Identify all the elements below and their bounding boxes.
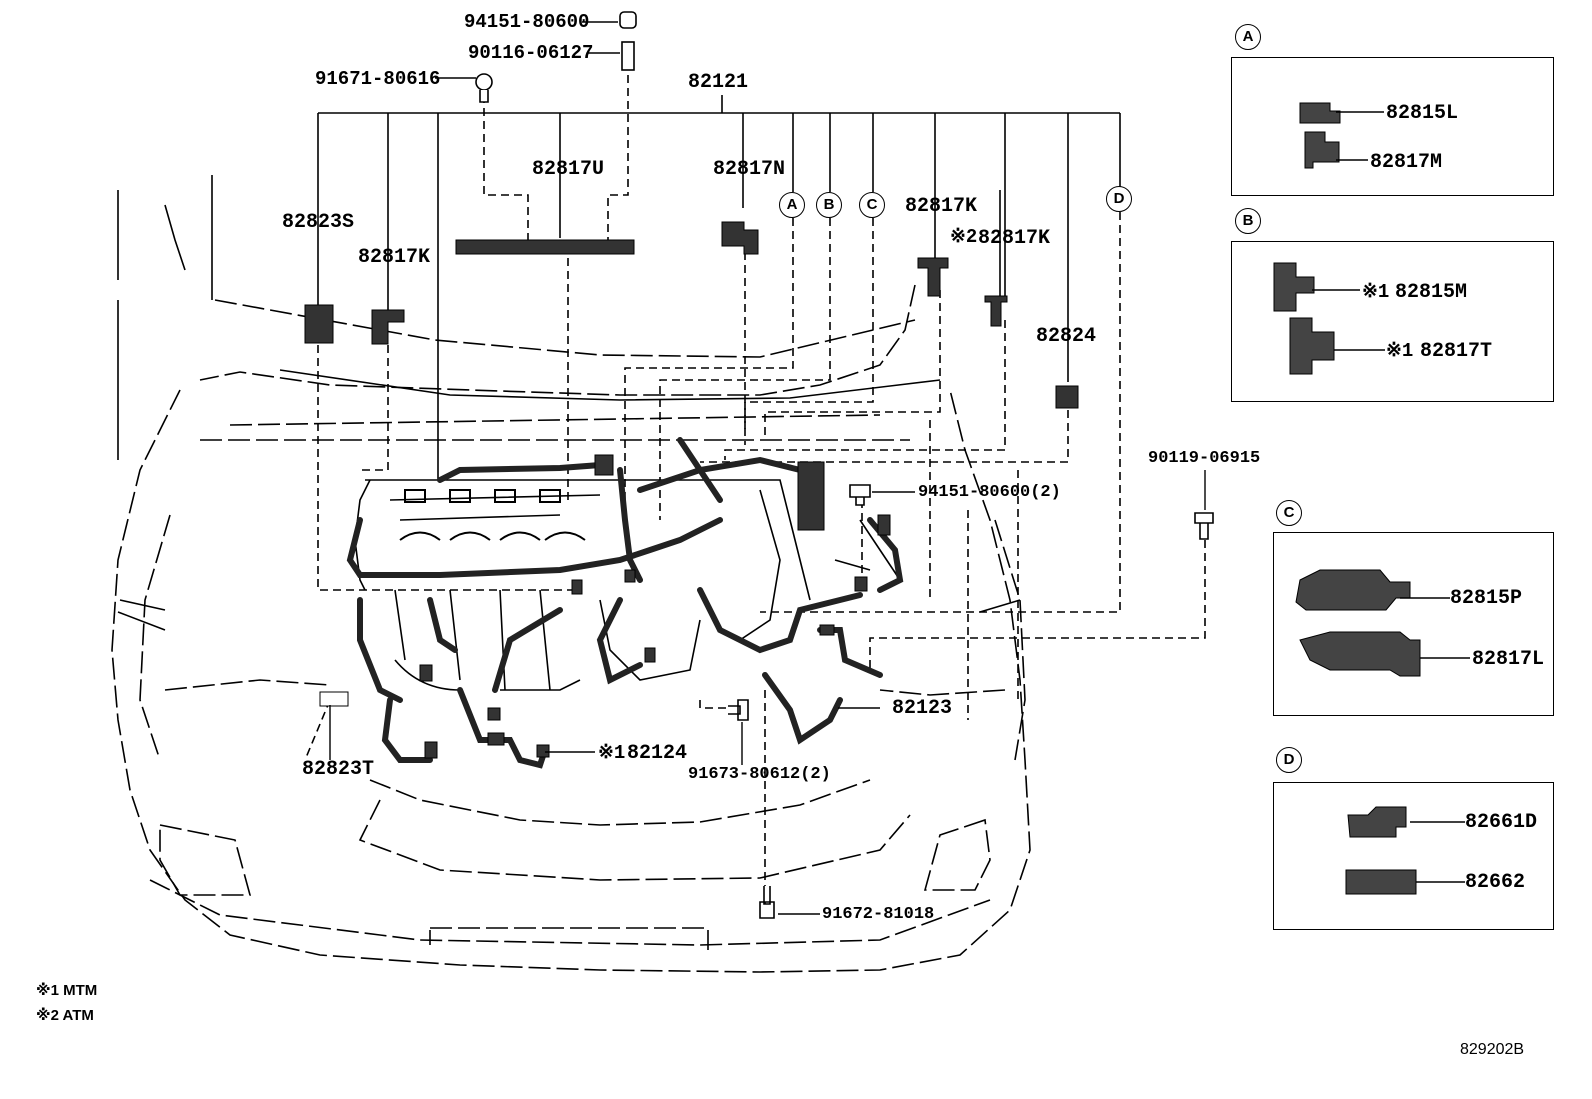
detail-d-part-2: 82662 [1465, 871, 1526, 894]
part-label-protector-s: 82823S [282, 211, 355, 234]
callout-d: D [1106, 186, 1132, 212]
part-label-wire-82123: 82123 [892, 697, 953, 720]
callout-c: C [859, 192, 885, 218]
part-label-bolt-bottom: 91672-81018 [822, 905, 935, 924]
detail-b-part-1: 82815M [1395, 281, 1468, 304]
detail-c-part-2: 82817L [1472, 648, 1545, 671]
detail-a-part-1: 82815L [1386, 102, 1459, 125]
part-label-clamp-n: 82817N [713, 158, 786, 181]
detail-a-part-2: 82817M [1370, 151, 1443, 174]
part-label-stud-top: 90116-06127 [468, 42, 594, 64]
part-label-bolt-top: 94151-80600 [464, 11, 590, 33]
footnote-atm: ※2 ATM [36, 1007, 94, 1024]
part-label-wire-82124: 82124 [627, 742, 688, 765]
callout-a: A [779, 192, 805, 218]
part-label-bolt-right: 90119-06915 [1148, 449, 1261, 468]
part-label-bolt-left: 91671-80616 [315, 68, 441, 90]
detail-b-marker-2: ※1 [1386, 340, 1414, 362]
detail-panel-d [1273, 782, 1554, 930]
detail-panel-b [1231, 241, 1554, 402]
mtm-marker-124: ※1 [598, 742, 626, 764]
part-label-clamp-k-mid: 82817K [905, 195, 978, 218]
detail-a-key: A [1235, 24, 1261, 50]
part-label-clamp-k-atm: 82817K [978, 227, 1051, 250]
detail-panel-a [1231, 57, 1554, 196]
part-label-bolt-bottom-mid: 91673-80612(2) [688, 765, 831, 784]
part-label-main-harness: 82121 [688, 71, 749, 94]
detail-b-marker-1: ※1 [1362, 281, 1390, 303]
part-label-clamp-k-left: 82817K [358, 246, 431, 269]
callout-b: B [816, 192, 842, 218]
figure-code: 829202B [1460, 1041, 1525, 1058]
part-label-protector-824: 82824 [1036, 325, 1097, 348]
detail-d-key: D [1276, 747, 1302, 773]
part-label-clamp-u: 82817U [532, 158, 605, 181]
detail-c-part-1: 82815P [1450, 587, 1523, 610]
atm-marker: ※2 [950, 226, 978, 248]
detail-c-key: C [1276, 500, 1302, 526]
part-label-nut-right: 94151-80600(2) [918, 483, 1061, 502]
footnote-mtm: ※1 MTM [36, 982, 98, 999]
detail-panel-c [1273, 532, 1554, 716]
detail-b-key: B [1235, 208, 1261, 234]
part-label-protector-t: 82823T [302, 758, 375, 781]
detail-b-part-2: 82817T [1420, 340, 1493, 363]
detail-d-part-1: 82661D [1465, 811, 1538, 834]
